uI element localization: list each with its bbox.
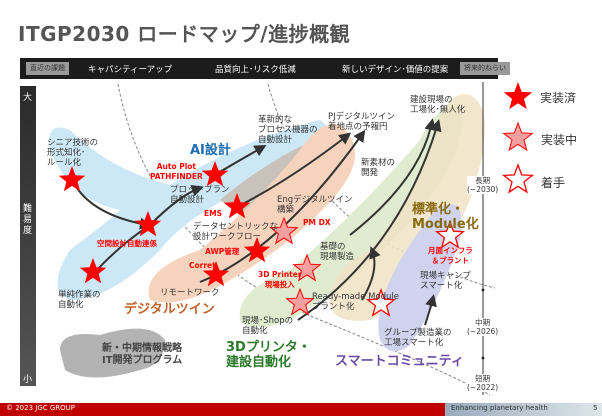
slide-title: ITGP2030 ロードマップ/進捗概観 bbox=[18, 22, 351, 46]
item-process: 革新的なプロセス機器の自動設計 bbox=[258, 115, 318, 145]
item-pj: PJデジタルツイン着地点の予報円 bbox=[328, 112, 395, 132]
slogan: Enhancing planetary health bbox=[451, 404, 548, 412]
left-tag: 直近の課題 bbox=[26, 62, 69, 75]
slogan-banner: Enhancing planetary health 5 bbox=[445, 403, 602, 416]
item-datacentric: データセントリックな設計ワークフロー bbox=[193, 222, 279, 242]
category-ai: AI設計 bbox=[190, 143, 231, 158]
star-outline-icon bbox=[501, 163, 535, 194]
axis-label-capacity: キャパシティーアップ bbox=[88, 65, 173, 75]
star-filled-icon bbox=[503, 82, 533, 110]
band-digital-twin bbox=[148, 124, 355, 303]
item-camp: 現場キャンプスマート化 bbox=[420, 271, 471, 291]
arrow bbox=[361, 246, 381, 301]
project-space: 空間設計自動連係 bbox=[97, 239, 157, 248]
legend-started: 着手 bbox=[541, 176, 566, 190]
star-filled-icon bbox=[134, 211, 162, 237]
item-simple: 単純作業の自動化 bbox=[58, 290, 101, 310]
band-smart bbox=[378, 204, 462, 352]
item-plot: プロットプラン自動設計 bbox=[170, 185, 230, 205]
star-filled-icon bbox=[202, 261, 230, 287]
page-number: 5 bbox=[593, 404, 598, 412]
difficulty-axis: 大 難易度 小 bbox=[20, 86, 36, 386]
item-site: 建設現場の工場化･無人化 bbox=[410, 95, 466, 115]
star-light-icon bbox=[285, 287, 315, 316]
copyright: © 2023 JGC GROUP bbox=[6, 404, 76, 412]
band-module bbox=[330, 94, 485, 321]
term-short: 短期(~2022) bbox=[467, 374, 499, 392]
band-printer bbox=[239, 104, 462, 328]
star-filled-icon bbox=[201, 161, 229, 187]
item-material: 新素材の開発 bbox=[361, 158, 396, 178]
item-eng: Engデジタルツイン構築 bbox=[277, 195, 353, 215]
item-remote: リモートワーク bbox=[160, 288, 220, 298]
star-filled-icon bbox=[58, 166, 86, 192]
term-long: 長期(~2030) bbox=[467, 176, 499, 194]
star-light-icon bbox=[269, 216, 299, 245]
item-senior: シニア技術の形式知化･ルール化 bbox=[47, 138, 99, 168]
arrow bbox=[297, 119, 442, 321]
star-filled-icon bbox=[243, 237, 271, 263]
star-light-icon bbox=[292, 253, 322, 282]
project-lunar: 月面インフラ＆プラント bbox=[428, 246, 473, 265]
arrow bbox=[349, 118, 437, 236]
item-group: グループ製造業の工場スマート化 bbox=[384, 328, 452, 348]
star-filled-icon bbox=[223, 193, 251, 219]
axis-label-quality: 品質向上･リスク低減 bbox=[215, 65, 296, 75]
category-module: 標準化・Module化 bbox=[412, 202, 479, 232]
project-pmdx: PM DX bbox=[303, 218, 331, 227]
project-corret: Corret bbox=[189, 261, 216, 270]
arrow bbox=[236, 132, 352, 208]
arrow bbox=[424, 294, 437, 326]
right-tag: 将来的ねらい bbox=[460, 62, 510, 75]
category-smart: スマートコミュニティ bbox=[335, 354, 464, 369]
legend-done: 実装済 bbox=[540, 91, 577, 105]
item-shop: 現場･Shopの自動化 bbox=[242, 316, 294, 336]
axis-label-design: 新しいデザイン･価値の提案 bbox=[342, 65, 449, 75]
header-bar: 直近の課題 キャパシティーアップ 品質向上･リスク低減 新しいデザイン･価値の提… bbox=[20, 58, 510, 79]
star-outline-icon bbox=[365, 288, 397, 317]
category-digital-twin: デジタルツイン bbox=[124, 302, 215, 317]
band-it bbox=[60, 328, 165, 378]
axis-label: 難易度 bbox=[23, 204, 33, 236]
star-light-icon bbox=[502, 121, 534, 152]
footer: © 2023 JGC GROUP Enhancing planetary hea… bbox=[0, 403, 602, 416]
star-filled-icon bbox=[79, 258, 107, 284]
project-ems: EMS bbox=[204, 209, 222, 218]
axis-bottom: 小 bbox=[23, 375, 33, 385]
project-awp: AWP管理 bbox=[205, 247, 240, 256]
star-outline-icon bbox=[434, 220, 466, 249]
term-mid: 中期(~2026) bbox=[467, 318, 499, 336]
band-ai bbox=[49, 120, 337, 300]
item-foundation: 基礎の現場製造 bbox=[320, 242, 355, 262]
category-printer: 3Dプリンタ・建設自動化 bbox=[226, 340, 311, 370]
legend-in-progress: 実装中 bbox=[541, 133, 578, 147]
axis-top: 大 bbox=[23, 93, 33, 103]
